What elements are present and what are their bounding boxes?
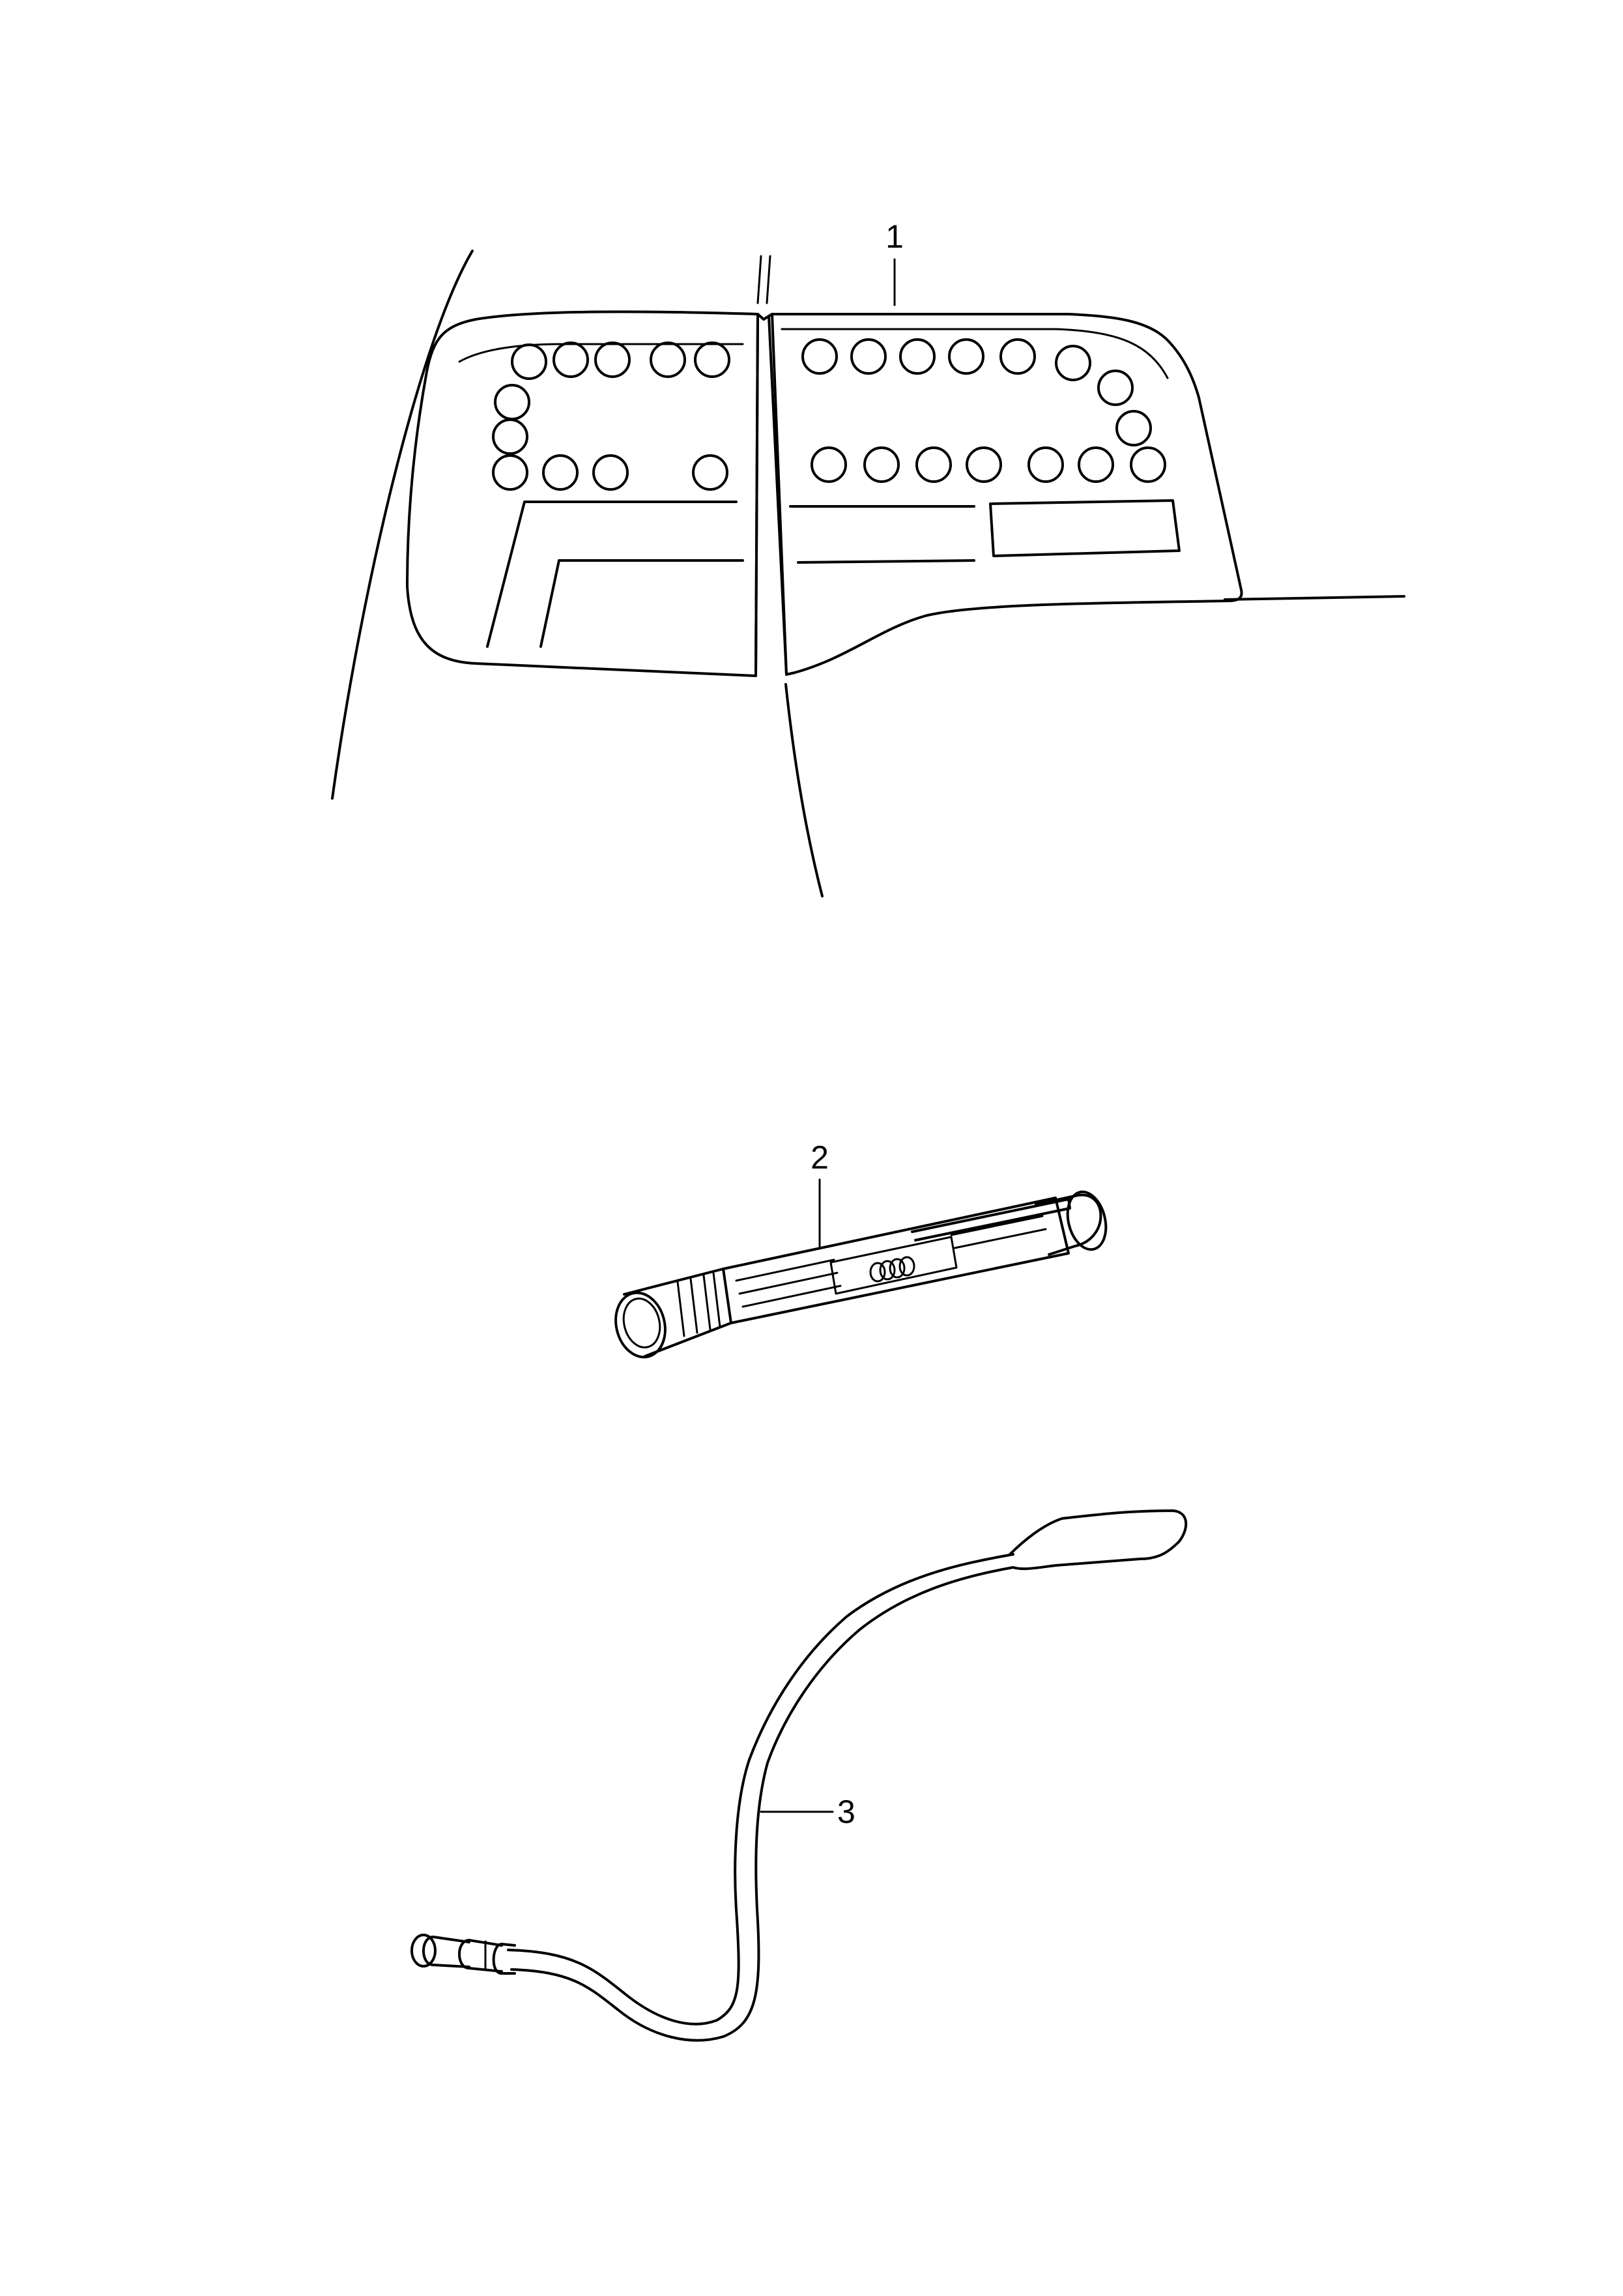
led-ring — [915, 446, 952, 483]
outer-lamp-lens-box — [989, 499, 1181, 557]
led-ring — [650, 341, 686, 378]
led-ring — [801, 338, 838, 375]
led-ring — [899, 338, 936, 375]
flashlight-end-cap-face — [1066, 1190, 1108, 1251]
inner-lamp-outline — [458, 343, 744, 363]
outer-lamp-lower-bar-2 — [797, 559, 975, 564]
flashlight-end-cap — [1035, 1193, 1102, 1256]
led-ring — [553, 341, 589, 378]
flashlight-lens-inner — [622, 1298, 661, 1348]
inner-lamp-housing — [406, 310, 759, 677]
led-ring — [1115, 410, 1152, 446]
led-ring — [511, 343, 547, 380]
flex-lamp-gooseneck-inner — [510, 1566, 1014, 2042]
flex-lamp-connector — [410, 1934, 516, 1975]
inner-lamp-lower-bar-2 — [539, 559, 744, 648]
outer-led-array — [801, 338, 1166, 483]
body-gap-line-a — [756, 255, 762, 304]
flashlight-assembly[interactable]: 2 — [609, 1139, 1112, 1362]
body-contour-left — [331, 250, 474, 800]
led-ring — [694, 341, 730, 378]
outer-lamp-housing — [771, 313, 1243, 676]
led-ring — [542, 454, 579, 491]
led-ring — [850, 338, 887, 375]
flashlight-head — [623, 1268, 732, 1358]
lamp-seam-left — [754, 315, 759, 677]
led-ring — [592, 454, 629, 491]
flashlight-barrel — [722, 1197, 1070, 1324]
taillight-assembly[interactable]: 1 — [331, 218, 1405, 897]
led-ring — [1027, 446, 1064, 483]
led-ring — [492, 454, 528, 491]
inner-lamp-lower-bar — [486, 501, 738, 648]
outer-lamp-outline — [781, 328, 1169, 379]
callout-3-label[interactable]: 3 — [837, 1794, 855, 1830]
led-ring — [692, 454, 728, 491]
led-ring — [1078, 446, 1114, 483]
flashlight-barrel-stripes — [735, 1215, 1047, 1308]
led-ring — [494, 384, 530, 420]
led-ring — [594, 341, 631, 378]
led-ring — [492, 418, 528, 455]
flex-lamp-assembly[interactable]: 3 — [410, 1509, 1188, 2042]
led-ring — [1097, 370, 1134, 406]
led-ring — [1130, 446, 1166, 483]
led-ring — [948, 338, 984, 375]
inner-led-array — [492, 341, 730, 491]
led-ring — [999, 338, 1036, 375]
led-ring — [966, 446, 1002, 483]
body-contour-lower — [784, 683, 824, 897]
flashlight-label-panel — [829, 1236, 958, 1295]
rings-logo-icon — [869, 1256, 915, 1283]
flex-lamp-head — [1009, 1509, 1188, 1571]
flashlight-knurling — [676, 1272, 721, 1337]
lamp-seam-right — [768, 315, 788, 676]
flashlight-pocket-clip — [911, 1198, 1071, 1242]
led-ring — [863, 446, 900, 483]
flex-lamp-gooseneck — [507, 1553, 1014, 2026]
body-gap-line-b — [766, 255, 771, 304]
callout-2-label[interactable]: 2 — [811, 1139, 829, 1176]
led-ring — [811, 446, 847, 483]
led-ring — [1055, 345, 1091, 381]
body-contour-right — [1224, 595, 1405, 601]
callout-1-label[interactable]: 1 — [885, 218, 904, 255]
